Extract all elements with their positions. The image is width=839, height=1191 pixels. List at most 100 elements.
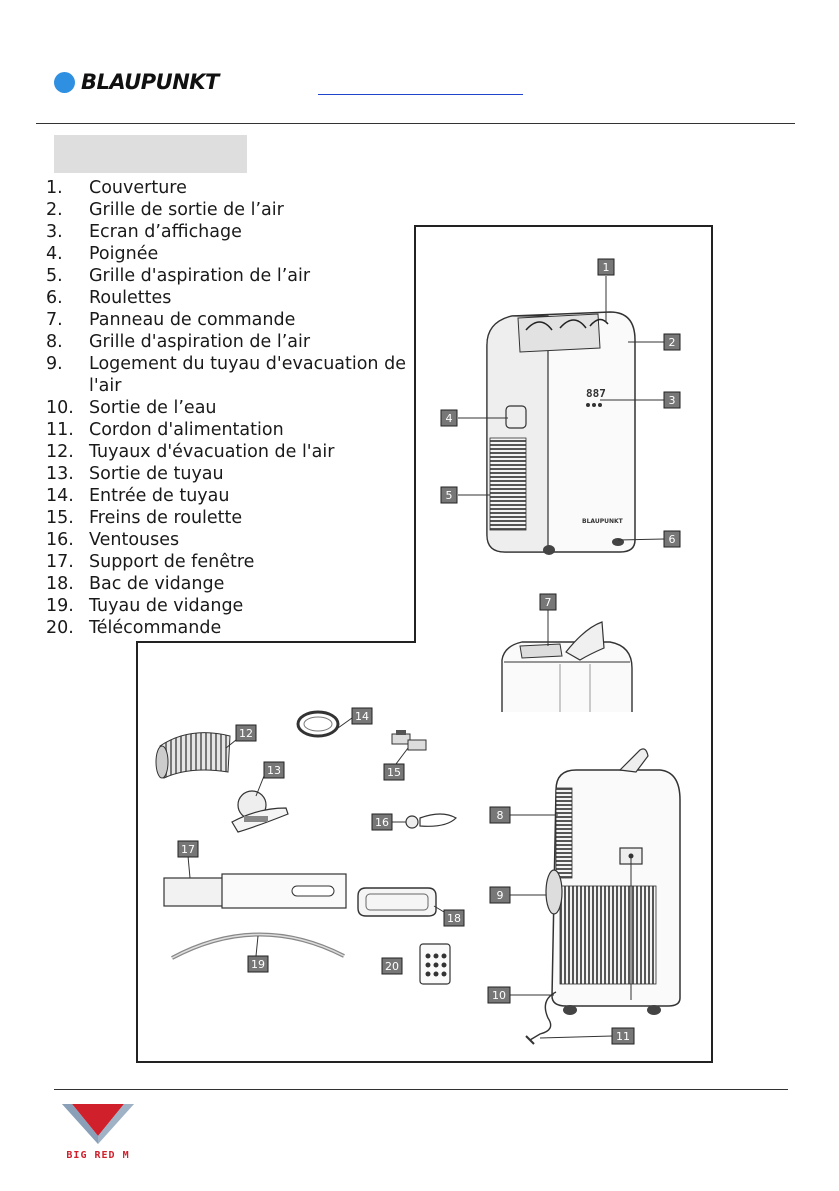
air-conditioner-back-view — [525, 748, 681, 1045]
hose-inlet-ring — [296, 710, 340, 738]
part-label: Grille d'aspiration de l’air — [89, 332, 311, 352]
air-conditioner-front-view: 887 BLAUPUNKT — [486, 311, 636, 555]
callout-1: 1 — [597, 258, 615, 276]
part-number: 6. — [46, 288, 63, 308]
callout-17: 17 — [177, 840, 199, 858]
parts-list-item: 2.Grille de sortie de l’air — [46, 199, 419, 221]
callout-6-label: 6 — [669, 533, 676, 546]
part-number: 15. — [46, 508, 74, 528]
callout-10: 10 — [487, 986, 511, 1004]
parts-list-item: 4. Poignée — [46, 243, 419, 265]
air-conditioner-top-view — [501, 621, 633, 712]
callout-9-label: 9 — [497, 889, 504, 902]
part-number: 14. — [46, 486, 74, 506]
part-label: Poignée — [89, 244, 159, 264]
part-number: 20. — [46, 618, 74, 638]
parts-list-item: 8. Grille d'aspiration de l’air — [46, 331, 419, 353]
callout-16-label: 16 — [375, 816, 389, 829]
parts-list-item: 13.Sortie de tuyau — [46, 463, 419, 485]
leader-lines — [187, 276, 665, 1039]
part-number: 18. — [46, 574, 74, 594]
callout-12: 12 — [235, 724, 257, 742]
header-link[interactable] — [318, 82, 523, 95]
part-label: Support de fenêtre — [89, 552, 255, 572]
callout-9: 9 — [489, 886, 511, 904]
callout-14-label: 14 — [355, 710, 369, 723]
suction-cups — [405, 813, 457, 829]
part-number: 16. — [46, 530, 74, 550]
part-number: 3. — [46, 222, 63, 242]
parts-list-item: 9. Logement du tuyau d'evacuation de l'ai… — [46, 353, 419, 397]
part-label: Tuyaux d'évacuation de l'air — [89, 442, 335, 462]
callout-8: 8 — [489, 806, 511, 824]
callout-16: 16 — [371, 813, 393, 831]
drain-tray — [357, 887, 437, 917]
parts-list-item: 15.Freins de roulette — [46, 507, 419, 529]
drain-hose — [171, 932, 345, 960]
part-label: Ventouses — [89, 530, 180, 550]
callout-7: 7 — [539, 593, 557, 611]
part-number: 12. — [46, 442, 74, 462]
part-label: Entrée de tuyau — [89, 486, 230, 506]
callout-2-label: 2 — [669, 336, 676, 349]
callout-2: 2 — [663, 333, 681, 351]
callouts: 1 2 3 4 5 6 7 8 9 10 11 12 13 14 15 16 1… — [177, 258, 681, 1045]
part-number: 11. — [46, 420, 74, 440]
callout-13: 13 — [263, 761, 285, 779]
callout-4-label: 4 — [446, 412, 453, 425]
part-number: 4. — [46, 244, 63, 264]
brand-logo: BLAUPUNKT — [54, 70, 219, 94]
part-label: Roulettes — [89, 288, 172, 308]
exhaust-hose — [155, 732, 231, 779]
callout-11-label: 11 — [616, 1030, 630, 1043]
part-label: Grille d'aspiration de l’air — [89, 266, 311, 286]
parts-list-item: 11. Cordon d'alimentation — [46, 419, 419, 441]
header-divider — [36, 123, 795, 124]
part-number: 10. — [46, 398, 74, 418]
part-number: 7. — [46, 310, 63, 330]
part-label: Grille de sortie de l’air — [89, 200, 284, 220]
callout-20-label: 20 — [385, 960, 399, 973]
parts-list-item: 16. Ventouses — [46, 529, 419, 551]
unit-brand-logo: BLAUPUNKT — [582, 518, 624, 525]
part-label: Couverture — [89, 178, 187, 198]
part-label: Tuyau de vidange — [89, 596, 244, 616]
parts-list-item: 1.Couverture — [46, 177, 419, 199]
callout-20: 20 — [381, 957, 403, 975]
part-label: Bac de vidange — [89, 574, 225, 594]
callout-18-label: 18 — [447, 912, 461, 925]
callout-14: 14 — [351, 707, 373, 725]
part-number: 19. — [46, 596, 74, 616]
parts-list-item: 12. Tuyaux d'évacuation de l'air — [46, 441, 419, 463]
parts-list-item: 19. Tuyau de vidange — [46, 595, 419, 617]
wheel-brakes — [391, 730, 427, 751]
part-label: Panneau de commande — [89, 310, 296, 330]
callout-13-label: 13 — [267, 764, 281, 777]
brand-logo-text: BLAUPUNKT — [81, 70, 219, 94]
parts-list-item: 6. Roulettes — [46, 287, 419, 309]
parts-list: 1.Couverture 2.Grille de sortie de l’air… — [46, 177, 419, 639]
callout-15: 15 — [383, 763, 405, 781]
part-label: Cordon d'alimentation — [89, 420, 284, 440]
window-bracket — [163, 873, 347, 909]
parts-list-item: 10. Sortie de l’eau — [46, 397, 419, 419]
parts-list-item: 5.Grille d'aspiration de l’air — [46, 265, 419, 287]
part-number: 8. — [46, 332, 63, 352]
brand-logo-dot — [54, 71, 75, 93]
part-number: 9. — [46, 354, 63, 374]
callout-19-label: 19 — [251, 958, 265, 971]
callout-15-label: 15 — [387, 766, 401, 779]
part-label: Logement du tuyau d'evacuation de l'air — [89, 354, 406, 396]
callout-1-label: 1 — [603, 261, 610, 274]
parts-list-item: 3.Ecran d’affichage — [46, 221, 419, 243]
part-label: Sortie de l’eau — [89, 398, 217, 418]
callout-4: 4 — [440, 409, 458, 427]
callout-5-label: 5 — [446, 489, 453, 502]
parts-list-item: 17. Support de fenêtre — [46, 551, 419, 573]
callout-8-label: 8 — [497, 809, 504, 822]
callout-10-label: 10 — [492, 989, 506, 1002]
part-number: 17. — [46, 552, 74, 572]
parts-list-item: 20.Télécommande — [46, 617, 419, 639]
callout-11: 11 — [611, 1027, 635, 1045]
parts-list-item: 18. Bac de vidange — [46, 573, 419, 595]
